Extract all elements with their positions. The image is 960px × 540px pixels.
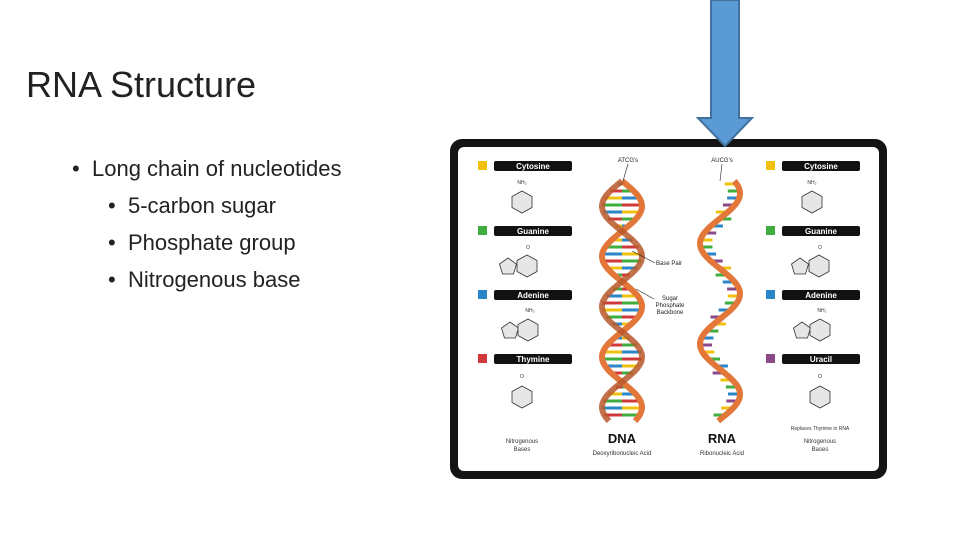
bullet-list: Long chain of nucleotides 5-carbon sugar… <box>72 150 342 298</box>
sub-bullet-item: Phosphate group <box>108 224 342 261</box>
cytosine-atom-label: NH₂ <box>517 180 526 186</box>
right-caption-line2: Bases <box>812 447 829 453</box>
guanine-label: Guanine <box>517 227 550 236</box>
backbone-label-line3: Backbone <box>657 310 684 316</box>
backbone-label-line2: Phosphate <box>656 303 685 309</box>
uracil-label: Uracil <box>810 355 832 364</box>
backbone-pointer <box>635 288 655 300</box>
guanine-swatch <box>766 226 775 235</box>
sub-bullet-item: Nitrogenous base <box>108 261 342 298</box>
adenine-label-bar <box>494 290 572 300</box>
adenine-swatch <box>766 290 775 299</box>
dna-double-helix <box>598 178 646 424</box>
guanine-atom-label: O <box>818 245 822 251</box>
backbone-label-line1: Sugar <box>662 296 678 302</box>
adenine-label-bar <box>782 290 860 300</box>
cytosine-label-bar <box>494 161 572 171</box>
cytosine-swatch <box>478 161 487 170</box>
rna-top-label: AUCG's <box>711 158 732 164</box>
uracil-swatch <box>766 354 775 363</box>
cytosine-atom-label: NH₂ <box>807 180 816 186</box>
adenine-label: Adenine <box>805 291 837 300</box>
dna-backbone-strand-2 <box>598 178 646 424</box>
rna-subtitle: Ribonucleic Acid <box>700 451 744 457</box>
uracil-label-bar <box>782 354 860 364</box>
guanine-swatch <box>478 226 487 235</box>
cytosine-label: Cytosine <box>516 162 550 171</box>
guanine-label-bar <box>782 226 860 236</box>
down-arrow-icon <box>695 0 755 148</box>
thymine-swatch <box>478 354 487 363</box>
adenine-swatch <box>478 290 487 299</box>
cytosine-swatch <box>766 161 775 170</box>
sub-bullet-item: 5-carbon sugar <box>108 187 342 224</box>
cytosine-label: Cytosine <box>804 162 838 171</box>
adenine-atom-label: NH₂ <box>817 308 826 314</box>
thymine-label-bar <box>494 354 572 364</box>
rna-top-pointer <box>719 163 723 182</box>
guanine-atom-label: O <box>526 245 530 251</box>
rna-single-strand <box>696 179 744 424</box>
base-pair-pointer <box>631 250 656 264</box>
uracil-atom-label: O <box>818 374 822 380</box>
dna-rna-figure: Cytosine NH₂ Guanine O Adenine NH₂ Thymi… <box>450 139 887 479</box>
left-caption-line1: Nitrogenous <box>506 439 538 445</box>
dna-top-label: ATCG's <box>618 158 638 164</box>
dna-top-pointer <box>622 163 629 182</box>
right-base-legend: Cytosine NH₂ Guanine O Adenine NH₂ Uraci… <box>766 161 860 453</box>
dna-title: DNA <box>608 431 637 446</box>
adenine-label: Adenine <box>517 291 549 300</box>
thymine-label: Thymine <box>517 355 550 364</box>
adenine-atom-label: NH₂ <box>525 308 534 314</box>
rna-title: RNA <box>708 431 737 446</box>
guanine-label: Guanine <box>805 227 838 236</box>
figure-canvas: Cytosine NH₂ Guanine O Adenine NH₂ Thymi… <box>458 147 879 471</box>
replaces-thymine-note: Replaces Thymine in RNA <box>791 426 850 432</box>
slide-title: RNA Structure <box>26 64 257 105</box>
base-pair-label: Base Pair <box>656 261 682 267</box>
left-caption-line2: Bases <box>514 447 531 453</box>
bullet-item: Long chain of nucleotides <box>72 150 342 187</box>
thymine-atom-label: O <box>520 374 524 380</box>
guanine-label-bar <box>494 226 572 236</box>
rna-backbone-strand <box>696 179 744 424</box>
cytosine-label-bar <box>782 161 860 171</box>
right-caption-line1: Nitrogenous <box>804 439 836 445</box>
left-base-legend: Cytosine NH₂ Guanine O Adenine NH₂ Thymi… <box>478 161 572 453</box>
dna-subtitle: Deoxyribonucleic Acid <box>593 451 652 457</box>
